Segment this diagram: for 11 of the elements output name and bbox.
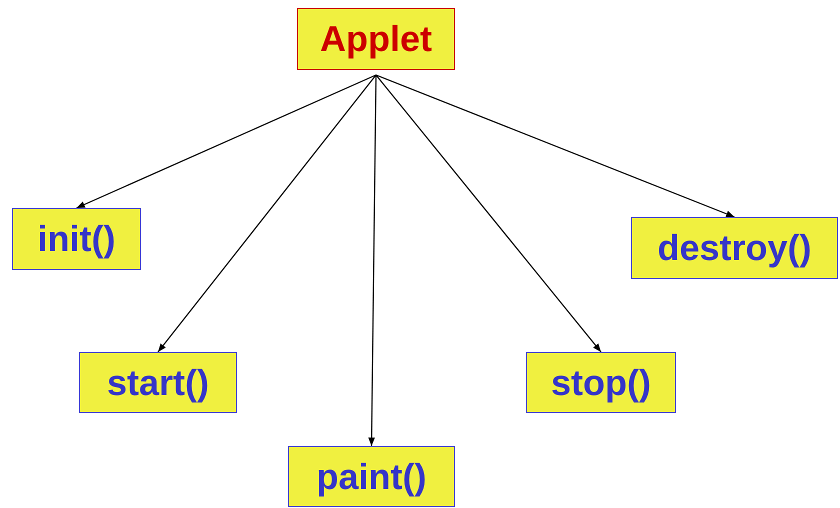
class-box: Applet xyxy=(297,8,455,70)
method-box: destroy() xyxy=(631,217,838,279)
method-box: init() xyxy=(12,208,141,270)
method-box: stop() xyxy=(526,352,676,413)
method-box: start() xyxy=(79,352,237,413)
arrow xyxy=(376,74,602,352)
arrow xyxy=(158,74,376,352)
arrow xyxy=(368,75,377,446)
arrow xyxy=(76,74,376,209)
arrow xyxy=(376,74,735,218)
method-box: paint() xyxy=(288,446,455,507)
